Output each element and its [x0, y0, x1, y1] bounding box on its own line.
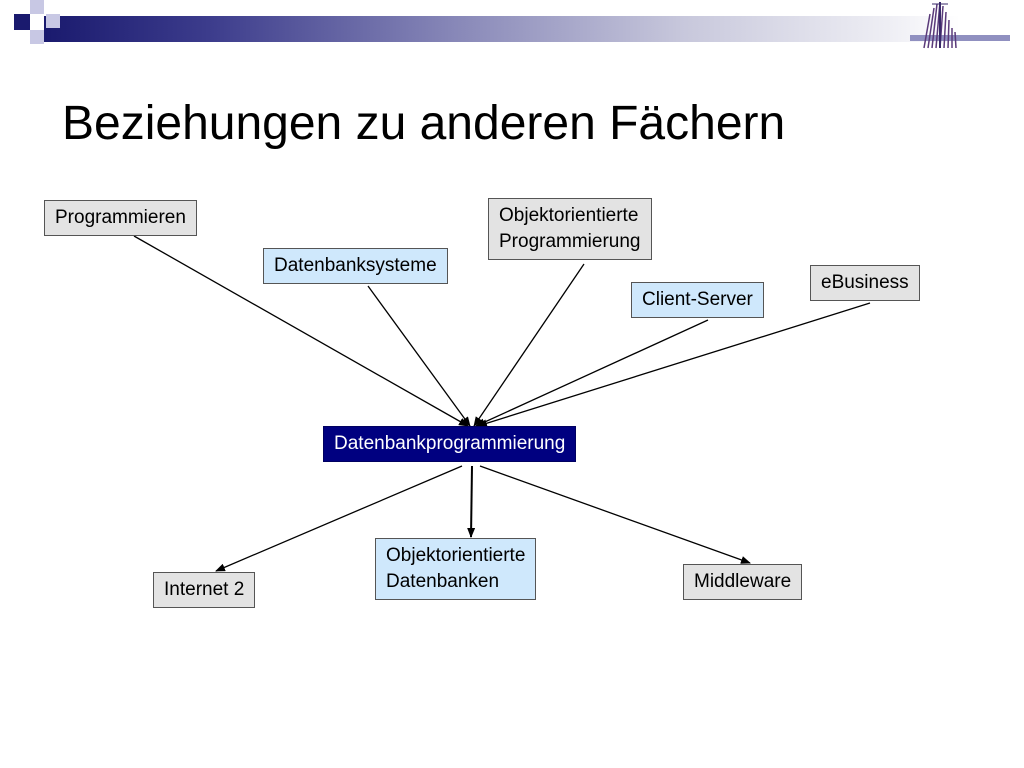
node-internet-2: Internet 2 [153, 572, 256, 608]
header-square-2 [30, 0, 44, 14]
arrow-oop-to-center [473, 263, 585, 427]
node-label-line-1: Objektorientierte [499, 205, 639, 226]
arrow-programmieren-to-center [133, 235, 469, 427]
arrow-ebusiness-to-center [477, 302, 871, 428]
node-datenbanksysteme: Datenbanksysteme [263, 248, 448, 284]
node-label-line-2: Programmierung [499, 231, 641, 252]
node-ebusiness: eBusiness [810, 265, 920, 301]
institution-logo-icon [910, 1, 1010, 49]
node-datenbankprogrammierung: Datenbankprogrammierung [323, 426, 577, 462]
arrow-center-to-middleware [479, 465, 751, 564]
arrow-center-to-oodb [467, 465, 476, 538]
node-label: Programmieren [55, 207, 186, 228]
node-label: Internet 2 [164, 579, 245, 600]
header-square-5 [14, 32, 28, 44]
node-label: Datenbanksysteme [274, 255, 437, 276]
node-middleware: Middleware [683, 564, 803, 600]
header-square-4 [30, 30, 44, 44]
header-gradient-bar [44, 16, 960, 42]
node-client-server: Client-Server [631, 282, 764, 318]
node-objektorientierte-datenbanken: Objektorientierte Datenbanken [375, 538, 537, 600]
node-label-line-2: Datenbanken [386, 571, 500, 592]
arrow-client-server-to-center [475, 319, 709, 427]
page-title: Beziehungen zu anderen Fächern [62, 97, 786, 150]
header-square-3 [46, 14, 60, 28]
node-objektorientierte-programmierung: Objektorientierte Programmierung [488, 198, 652, 260]
node-label: Client-Server [642, 289, 753, 310]
arrow-datenbanksysteme-to-center [367, 285, 471, 427]
header-square-1 [14, 14, 30, 30]
node-label: eBusiness [821, 272, 909, 293]
arrow-center-to-internet2 [215, 465, 463, 572]
node-programmieren: Programmieren [44, 200, 197, 236]
node-label: Datenbankprogrammierung [334, 433, 566, 454]
node-label-line-1: Objektorientierte [386, 545, 526, 566]
node-label: Middleware [694, 571, 792, 592]
